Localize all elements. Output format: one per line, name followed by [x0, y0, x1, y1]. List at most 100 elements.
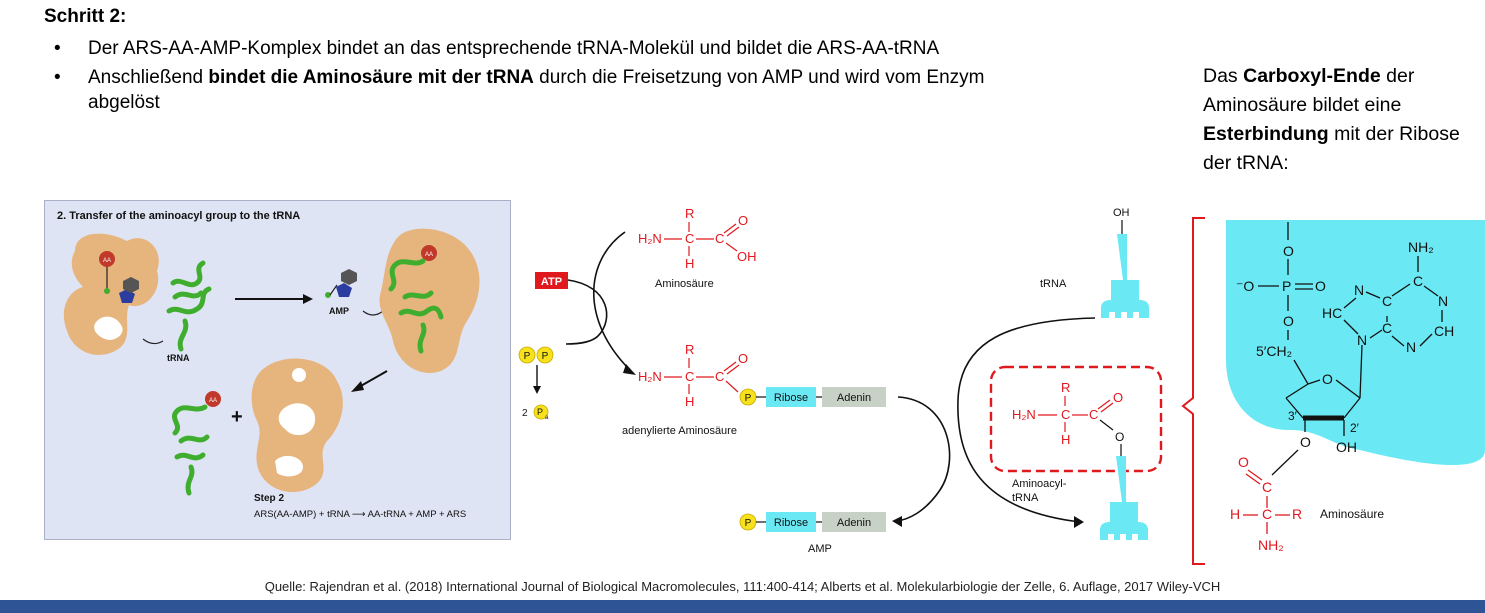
s-n3: N	[1406, 339, 1416, 355]
p-amp	[739, 513, 757, 531]
bottom-bar	[0, 600, 1485, 613]
bullet-2-bold: bindet die Aminosäure mit der tRNA	[208, 67, 534, 88]
pp-2	[536, 346, 554, 364]
ester-amino-acid: O C H C R NH₂	[1230, 454, 1302, 553]
aa1-r: R	[685, 206, 694, 221]
aminoacyl-trna-label-1: Aminoacyl-	[1012, 478, 1067, 490]
enzyme-1-pocket	[94, 316, 123, 340]
p-amp-text: P	[745, 518, 752, 529]
e-o: O	[1238, 454, 1249, 470]
enzyme-1	[63, 233, 159, 355]
s-c6: C	[1413, 273, 1423, 289]
step-equation: ARS(AA-AMP) + tRNA ⟶ AA-tRNA + AMP + ARS	[254, 509, 467, 520]
aa-badge-3	[205, 391, 221, 407]
p-adenyl	[739, 388, 757, 406]
amino-acid-structure: R H₂N C C O OH H	[638, 206, 757, 271]
slide-title: Schritt 2:	[44, 6, 127, 27]
s-2prime: 2′	[1350, 421, 1360, 435]
s-3prime: 3′	[1288, 409, 1298, 423]
aa3-c: C	[1061, 407, 1070, 422]
e-r: R	[1292, 506, 1302, 522]
ribose-label-2: Ribose	[774, 517, 808, 529]
aa1-o: O	[738, 213, 748, 228]
adenylated-label: adenylierte Aminosäure	[622, 425, 737, 437]
aa3-ester-o: O	[1115, 430, 1124, 444]
pi-sub: a	[545, 415, 549, 421]
s-o1: O	[1283, 243, 1294, 259]
p-adenyl-text: P	[745, 393, 752, 404]
bullet-1: Der ARS-AA-AMP-Komplex bindet an das ent…	[44, 36, 1054, 61]
aa1-c2: C	[715, 231, 724, 246]
trna-oh: OH	[1113, 207, 1130, 219]
pp-1	[518, 346, 536, 364]
s-n7: N	[1354, 282, 1364, 298]
aa1-h: H	[685, 256, 694, 271]
panel-graphics: AA tRNA AMP AA AA +	[63, 228, 480, 496]
aa2-c: C	[685, 369, 694, 384]
aa3-h2n: H₂N	[1012, 407, 1036, 422]
e-h: H	[1230, 506, 1240, 522]
atp-label: ATP	[541, 276, 562, 288]
red-bracket	[1181, 217, 1205, 565]
adenin-box-2	[822, 512, 886, 532]
s-hc: HC	[1322, 305, 1342, 321]
trna-1	[166, 260, 212, 352]
s-o3: O	[1283, 313, 1294, 329]
ester-aa-label: Aminosäure	[1320, 507, 1384, 521]
adenin-box-1	[822, 387, 886, 407]
source-citation: Quelle: Rajendran et al. (2018) Internat…	[264, 579, 1221, 594]
ester-note-b1: Carboxyl-Ende	[1243, 65, 1381, 87]
e-c2: C	[1262, 506, 1272, 522]
ester-structure: O ⁻O P O O 5′CH₂ O 3′ 2′ OH O NH₂ C N C	[1236, 222, 1454, 476]
aa-badge-3-text: AA	[209, 398, 217, 404]
trna-2	[388, 258, 444, 354]
aa2-c2: C	[715, 369, 724, 384]
aminoacyl-box	[989, 365, 1163, 473]
pp-1-text: P	[524, 351, 531, 362]
aa1-h2n: H₂N	[638, 231, 662, 246]
plus-sign: +	[231, 406, 243, 428]
aminoacyl-trna-label-2: tRNA	[1012, 492, 1039, 504]
ester-note-t3: mit der Ribose der tRNA:	[1203, 123, 1460, 174]
bullet-1-text: Der ARS-AA-AMP-Komplex bindet an das ent…	[88, 38, 940, 59]
trna-shape-top	[1101, 234, 1149, 318]
ribose-box-2	[766, 512, 816, 532]
pi-circle	[533, 404, 549, 420]
ribose-label-1: Ribose	[774, 392, 808, 404]
s-ch: CH	[1434, 323, 1454, 339]
aminoacyl-structure: R H₂N C C O H	[1012, 380, 1123, 447]
aa3-o: O	[1113, 390, 1123, 405]
aa-badge-1-text: AA	[103, 258, 111, 264]
aa-badge-2-text: AA	[425, 252, 433, 258]
trna-label-panel: tRNA	[167, 353, 190, 363]
aa2-h: H	[685, 394, 694, 409]
amp-label-panel: AMP	[329, 306, 349, 316]
aminosaeure-label: Aminosäure	[655, 278, 714, 290]
aa3-c2: C	[1089, 407, 1098, 422]
aa2-r: R	[685, 342, 694, 357]
s-nh2: NH₂	[1408, 239, 1434, 255]
aa-badge-2	[421, 245, 437, 261]
pi-coef: 2	[522, 408, 528, 419]
s-o4: O	[1300, 434, 1311, 450]
trna-3	[171, 404, 210, 496]
s-n1: N	[1438, 293, 1448, 309]
s-oh: OH	[1336, 439, 1357, 455]
transfer-illustration: 2. Transfer of the aminoacyl group to th…	[44, 200, 511, 540]
aa3-r: R	[1061, 380, 1070, 395]
trna-shape-bottom	[1100, 456, 1148, 540]
s-ring-o: O	[1322, 371, 1333, 387]
aa2-h2n: H₂N	[638, 369, 662, 384]
s-n9: N	[1357, 332, 1367, 348]
pp-2-text: P	[542, 351, 549, 362]
enzyme-2	[379, 228, 480, 373]
e-c1: C	[1262, 479, 1272, 495]
cyan-ribose-region	[1226, 220, 1485, 465]
amp-label: AMP	[808, 543, 832, 555]
ester-note-t2: der Aminosäure bildet eine	[1203, 65, 1415, 116]
ribose-box-1	[766, 387, 816, 407]
ester-note: Das Carboxyl-Ende der Aminosäure bildet …	[1203, 62, 1478, 178]
step-title: Step 2	[254, 493, 285, 504]
bullet-list: Der ARS-AA-AMP-Komplex bindet an das ent…	[44, 36, 1054, 119]
s-p: P	[1282, 278, 1291, 294]
